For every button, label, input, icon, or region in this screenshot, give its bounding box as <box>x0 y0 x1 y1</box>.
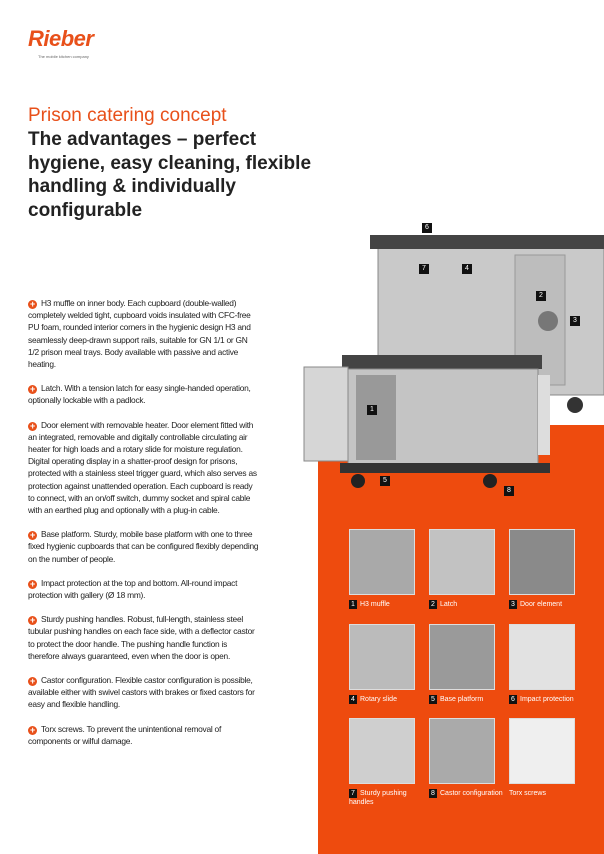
trolley-illustration <box>303 235 604 488</box>
thumbnail-caption: Torx screws <box>509 789 589 798</box>
plus-icon: + <box>28 420 37 431</box>
feature-text: Each cupboard (double-walled) completely… <box>28 298 251 370</box>
feature-item: + Castor configuration. Flexible castor c… <box>28 674 260 711</box>
feature-lead: H3 muffle on inner body. <box>41 298 126 308</box>
plus-icon: + <box>28 299 37 309</box>
feature-text: All-round impact protection with gallery… <box>28 577 238 601</box>
thumbnail-label: Sturdy pushing handles <box>349 790 407 806</box>
feature-list: + H3 muffle on inner body. Each cupboard … <box>28 297 260 759</box>
thumbnail-number: 3 <box>509 600 517 609</box>
callout-7: 7 <box>419 264 429 274</box>
feature-text: Robust, full-length, stainless steel tub… <box>28 614 255 661</box>
thumbnail-label: Latch <box>440 601 458 608</box>
thumbnail-number: 4 <box>349 695 357 704</box>
callout-4: 4 <box>462 264 472 274</box>
feature-text: With a tension latch for easy single-han… <box>28 383 251 406</box>
feature-lead: Torx screws. <box>41 723 85 734</box>
feature-item: + Torx screws. To prevent the unintention… <box>28 723 260 747</box>
thumbnail-number: 8 <box>429 789 437 798</box>
thumbnail-image <box>349 529 415 595</box>
thumbnail-number: 1 <box>349 600 357 609</box>
brand-logo: Rieber <box>28 26 94 51</box>
thumbnail-number: 7 <box>349 789 357 798</box>
feature-item: + Sturdy pushing handles. Robust, full-le… <box>28 613 260 662</box>
thumbnail-label: Castor configuration <box>440 790 503 797</box>
feature-item: + Impact protection at the top and bottom… <box>28 577 260 601</box>
thumbnail-image <box>509 529 575 595</box>
feature-item: + H3 muffle on inner body. Each cupboard … <box>28 297 260 370</box>
thumbnail-label: Torx screws <box>509 790 546 797</box>
feature-lead: Base platform. <box>41 529 92 540</box>
callout-5: 5 <box>380 476 390 486</box>
plus-icon: + <box>28 530 37 541</box>
feature-lead: Sturdy pushing handles. <box>41 614 126 625</box>
feature-lead: Impact protection at the top and bottom. <box>41 577 180 588</box>
feature-item: + Latch. With a tension latch for easy si… <box>28 382 260 406</box>
plus-icon: + <box>28 384 37 395</box>
feature-lead: Door element with removable heater. <box>41 419 170 430</box>
plus-icon: + <box>28 615 37 626</box>
plus-icon: + <box>28 676 37 687</box>
feature-lead: Latch. <box>41 383 63 394</box>
feature-item: + Door element with removable heater. Doo… <box>28 419 260 517</box>
callout-3: 3 <box>570 316 580 326</box>
thumbnail-label: H3 muffle <box>360 601 390 608</box>
thumbnail-label: Base platform <box>440 696 484 703</box>
plus-icon: + <box>28 724 37 735</box>
thumbnail-label: Rotary slide <box>360 696 397 703</box>
thumbnail-label: Impact protection <box>520 696 574 703</box>
thumbnail-image <box>349 624 415 690</box>
page-title: The advantages – perfect hygiene, easy c… <box>28 129 312 221</box>
thumbnail-image <box>349 718 415 784</box>
feature-item: + Base platform. Sturdy, mobile base plat… <box>28 528 260 565</box>
thumbnail-image <box>429 718 495 784</box>
thumbnail-image <box>429 529 495 595</box>
callout-2: 2 <box>536 291 546 301</box>
thumbnail-number: 2 <box>429 600 437 609</box>
thumbnail-number: 5 <box>429 695 437 704</box>
brand-tagline: The mobile kitchen company <box>38 54 89 59</box>
callout-6: 6 <box>422 223 432 233</box>
thumbnail-number: 6 <box>509 695 517 704</box>
plus-icon: + <box>28 578 37 589</box>
thumbnail-image <box>429 624 495 690</box>
callout-8: 8 <box>504 486 514 496</box>
feature-text: To prevent the unintentional removal of … <box>28 723 222 746</box>
thumbnail-image <box>509 718 575 784</box>
feature-text: Door element fitted with an integrated, … <box>28 419 257 516</box>
feature-text: Flexible castor configuration is possibl… <box>28 675 255 710</box>
page-kicker: Prison catering concept <box>28 105 227 126</box>
feature-text: Sturdy, mobile base platform with one to… <box>28 529 259 564</box>
thumbnail-image <box>509 624 575 690</box>
callout-1: 1 <box>367 405 377 415</box>
thumbnail-label: Door element <box>520 601 563 608</box>
feature-lead: Castor configuration. <box>41 675 114 686</box>
